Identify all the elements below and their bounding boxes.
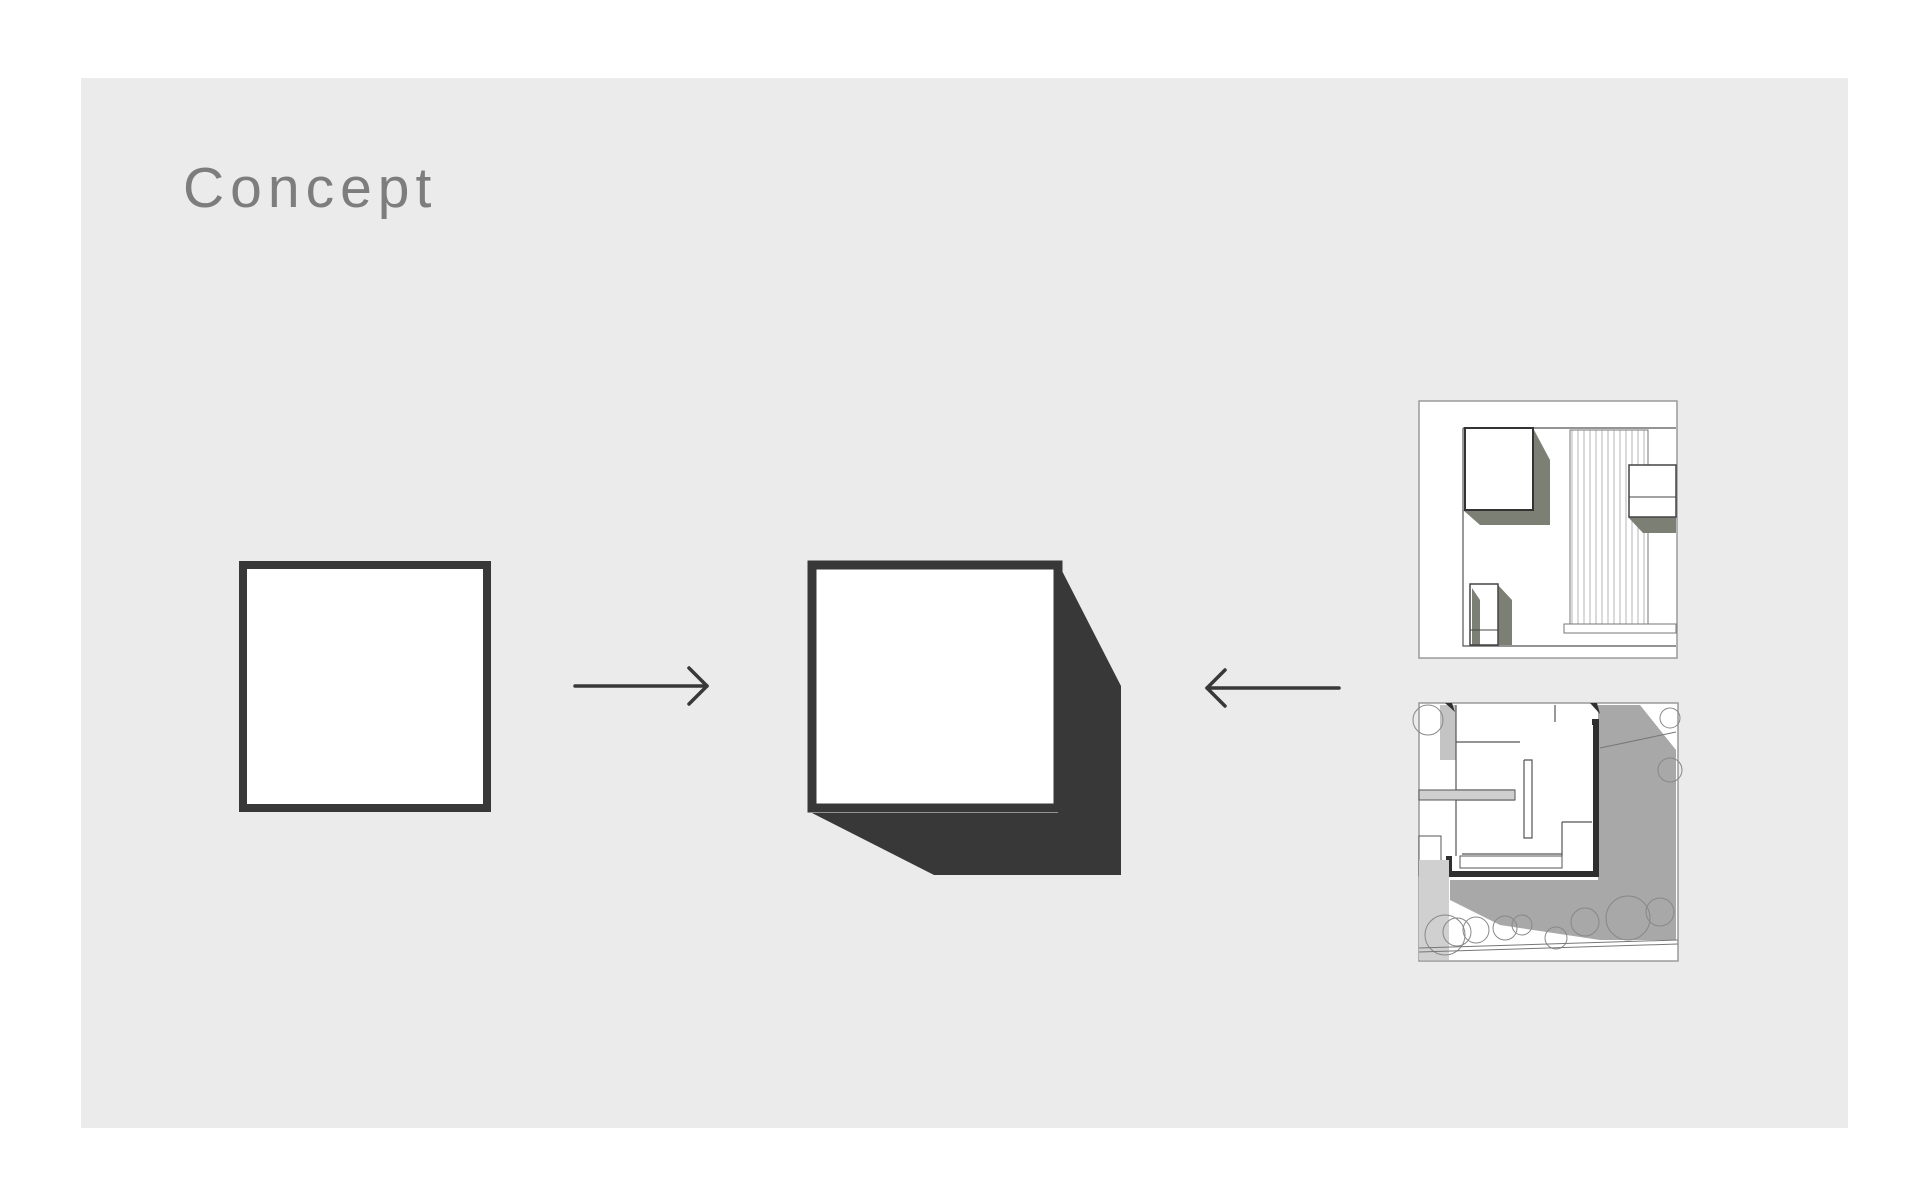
arrow-right-icon bbox=[573, 666, 709, 706]
arrow-left-icon bbox=[1205, 668, 1341, 708]
floor-plan-sketch bbox=[1412, 702, 1683, 962]
plain-square bbox=[239, 561, 491, 812]
massing-sketch bbox=[1418, 400, 1678, 659]
shadowed-square bbox=[807, 560, 1063, 813]
slide-title: Concept bbox=[183, 156, 438, 220]
